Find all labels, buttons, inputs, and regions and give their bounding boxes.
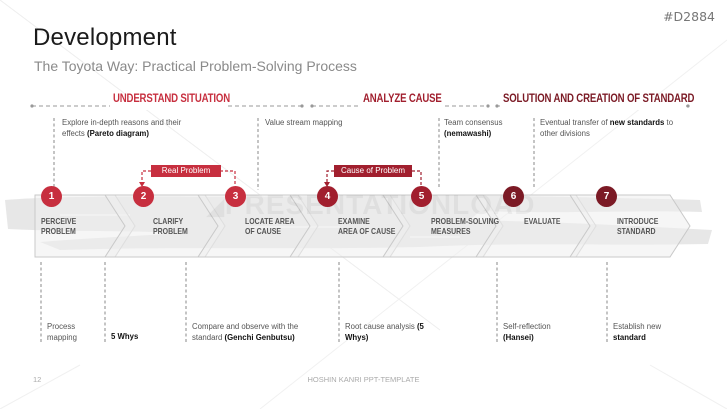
step-label-line: INTRODUCE	[617, 216, 659, 226]
note-text: Establish new	[613, 322, 662, 331]
divider-endpoint	[30, 104, 34, 108]
step-label-line: MEASURES	[431, 226, 471, 236]
bottom-note-establish-standard: Establish new standard	[613, 322, 673, 343]
note-emphasis: (Pareto diagram)	[87, 128, 149, 138]
note-emphasis: (Genchi Genbutsu)	[224, 332, 295, 342]
step-label-line: OF CAUSE	[245, 226, 282, 236]
step-number-6: 6	[503, 186, 524, 207]
watermark-text: PRESENTATIONLOAD	[225, 189, 536, 220]
top-note-nemawashi: Team consensus (nemawashi)	[444, 118, 524, 139]
note-text: Process mapping	[47, 322, 77, 342]
note-text: Root cause analysis	[345, 322, 417, 331]
arrowhead-down-icon	[324, 182, 330, 187]
step-label-7: INTRODUCE STANDARD	[617, 216, 658, 236]
divider-endpoint	[686, 104, 690, 108]
top-note-pareto: Explore in-depth reasons and their effec…	[62, 118, 192, 139]
note-text: Explore in-depth reasons and their effec…	[62, 118, 182, 138]
step-label-line: PROBLEM	[153, 226, 188, 236]
step-number-2: 2	[133, 186, 154, 207]
note-text: Team consensus	[444, 118, 503, 127]
note-emphasis: new standards	[609, 118, 665, 127]
note-emphasis: (nemawashi)	[444, 128, 492, 138]
note-emphasis: (Hansei)	[503, 332, 534, 342]
divider-endpoint	[486, 104, 490, 108]
step-label-line: PROBLEM	[41, 226, 76, 236]
step-label-line: PROBLEM-SOLVING	[431, 216, 500, 226]
note-text: Value stream mapping	[265, 118, 343, 127]
step-label-6: EVALUATE	[524, 216, 561, 226]
arrowhead-down-icon	[139, 182, 145, 187]
step-label-2: CLARIFY PROBLEM	[153, 216, 188, 236]
note-text: Compare and observe with the standard	[192, 322, 299, 342]
watermark: ◢PRESENTATIONLOAD	[207, 189, 535, 221]
footer-template-name: HOSHIN KANRI PPT-TEMPLATE	[307, 375, 420, 384]
bottom-note-root-cause: Root cause analysis (5 Whys)	[345, 322, 425, 343]
bottom-note-process-mapping: Process mapping	[47, 322, 97, 343]
loop-arrow-cause-of-problem	[326, 170, 422, 186]
loop-tag-real-problem: Real Problem	[151, 165, 221, 177]
step-label-5: PROBLEM-SOLVING MEASURES	[431, 216, 499, 236]
step-label-1: PERCEIVE PROBLEM	[41, 216, 76, 236]
step-label-line: LOCATE AREA	[245, 216, 295, 226]
step-label-3: LOCATE AREA OF CAUSE	[245, 216, 295, 236]
note-emphasis: (5 Whys)	[345, 322, 424, 342]
divider-endpoint	[300, 104, 304, 108]
step-label-line: EVALUATE	[524, 216, 561, 226]
note-emphasis: standard	[613, 332, 646, 342]
step-number-1: 1	[41, 186, 62, 207]
bottom-note-genchi-genbutsu: Compare and observe with the standard (G…	[192, 322, 322, 343]
step-label-line: STANDARD	[617, 226, 656, 236]
step-label-line: CLARIFY	[153, 216, 184, 226]
top-note-value-stream: Value stream mapping	[265, 118, 425, 129]
loop-arrow-real-problem	[141, 170, 236, 186]
phase-label-solution-standard: SOLUTION AND CREATION OF STANDARD	[503, 91, 695, 105]
step-label-line: PERCEIVE	[41, 216, 77, 226]
note-text: to other divisions	[540, 118, 674, 138]
page-number: 12	[33, 375, 42, 384]
note-text: Eventual transfer of	[540, 118, 610, 127]
bottom-note-hansei: Self-reflection (Hansei)	[503, 322, 563, 343]
chevron-shapes	[34, 194, 691, 258]
phase-label-analyze-cause: ANALYZE CAUSE	[363, 91, 442, 105]
step-number-4: 4	[317, 186, 338, 207]
divider-endpoint	[495, 104, 499, 108]
step-number-5: 5	[411, 186, 432, 207]
divider-endpoint	[310, 104, 314, 108]
page-title: Development	[33, 24, 177, 51]
top-connectors	[53, 118, 535, 190]
step-number-3: 3	[225, 186, 246, 207]
slide-code: #D2884	[663, 9, 715, 24]
step-label-line: EXAMINE	[338, 216, 370, 226]
step-number-7: 7	[596, 186, 617, 207]
step-label-4: EXAMINE AREA OF CAUSE	[338, 216, 395, 236]
note-text: Self-reflection	[503, 322, 551, 331]
loop-tag-cause-of-problem: Cause of Problem	[334, 165, 412, 177]
phase-label-understand-situation: UNDERSTAND SITUATION	[113, 91, 230, 105]
note-emphasis: 5 Whys	[111, 332, 139, 341]
bottom-connectors	[40, 262, 608, 342]
top-note-new-standards: Eventual transfer of new standards to ot…	[540, 118, 690, 139]
step-label-line: AREA OF CAUSE	[338, 226, 396, 236]
page-subtitle: The Toyota Way: Practical Problem-Solvin…	[34, 58, 357, 74]
chevron-step-7	[569, 194, 691, 258]
bottom-note-5-whys: 5 Whys	[111, 332, 171, 343]
